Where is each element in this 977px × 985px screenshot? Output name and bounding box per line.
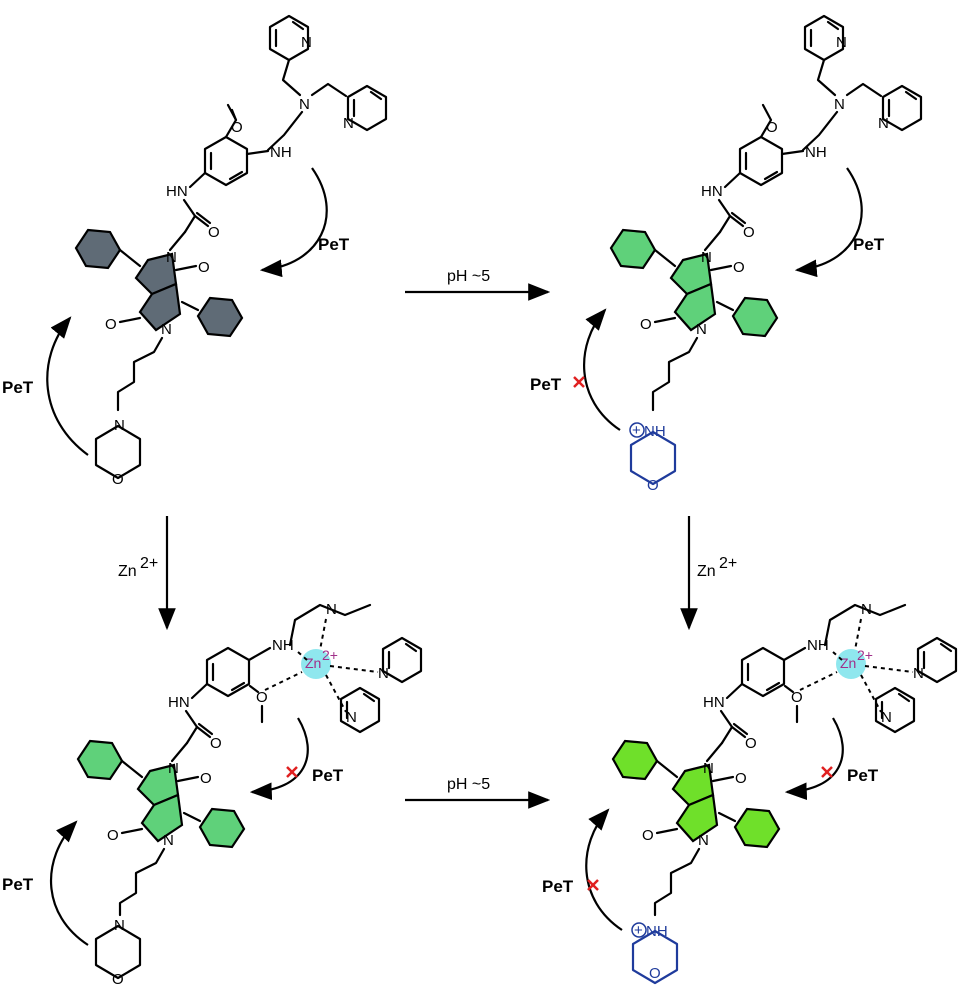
- pet-arrow-blocked: [585, 808, 623, 931]
- morpholine-n: N: [114, 917, 125, 934]
- pyridine-n: N: [836, 34, 847, 51]
- molecule-fluorescent: N N N NH Zn 2+ O HN O N N O O: [611, 601, 958, 985]
- carbonyl-o: O: [105, 316, 117, 333]
- amine-n: N: [299, 96, 310, 113]
- lactam-n: N: [168, 760, 179, 777]
- carbonyl-o: O: [107, 827, 119, 844]
- molecule-zn-bound: N N N NH Zn 2+ O HN O N N O O: [76, 601, 423, 985]
- svg-text:+: +: [632, 422, 641, 439]
- morpholine-o: O: [112, 971, 124, 985]
- lactam-n: N: [698, 832, 709, 849]
- pet-arrow-blocked: [784, 717, 844, 801]
- amide-o: O: [743, 224, 755, 241]
- blocked-cross: [573, 376, 585, 388]
- zn-reagent-charge: 2+: [719, 555, 737, 572]
- lactam-n: N: [166, 249, 177, 266]
- amine-n: N: [326, 601, 337, 618]
- amine-n: N: [861, 601, 872, 618]
- carbonyl-o: O: [200, 770, 212, 787]
- pet-label: PeT: [530, 375, 562, 394]
- morpholine-o: O: [112, 471, 124, 488]
- pet-arrow: [794, 167, 863, 278]
- lactam-n: N: [163, 832, 174, 849]
- blocked-cross: [821, 766, 833, 778]
- amide-hn: HN: [701, 183, 723, 200]
- pyridine-n: N: [346, 709, 357, 726]
- pet-arrow: [46, 316, 89, 456]
- pet-label: PeT: [318, 235, 350, 254]
- pyridine-n: N: [913, 665, 924, 682]
- pet-label: PeT: [853, 235, 885, 254]
- pet-label: PeT: [2, 378, 34, 397]
- amide-hn: HN: [703, 694, 725, 711]
- morpholine-o: O: [649, 965, 661, 982]
- morpholine-n: N: [114, 417, 125, 434]
- lactam-n: N: [161, 321, 172, 338]
- zn-reagent-label: Zn: [118, 563, 137, 580]
- lactam-n: N: [701, 249, 712, 266]
- pyridine-n: N: [301, 34, 312, 51]
- carbonyl-o: O: [733, 259, 745, 276]
- lactam-n: N: [703, 760, 714, 777]
- blocked-cross: [286, 766, 298, 778]
- pyridine-n: N: [878, 115, 889, 132]
- methoxy-o: O: [766, 119, 778, 136]
- pet-arrow: [49, 820, 89, 946]
- carbonyl-o: O: [642, 827, 654, 844]
- molecule-protonated: N N N NH O HN O N N O O NH + O: [609, 14, 923, 494]
- lactam-n: N: [696, 321, 707, 338]
- amide-hn: HN: [168, 694, 190, 711]
- pyridine-n: N: [881, 709, 892, 726]
- zn-reagent-label: Zn: [697, 563, 716, 580]
- pet-label: PeT: [847, 766, 879, 785]
- amine-n: N: [834, 96, 845, 113]
- methoxy-o: O: [256, 689, 268, 706]
- carbonyl-o: O: [735, 770, 747, 787]
- methoxy-o: O: [791, 689, 803, 706]
- amide-o: O: [745, 735, 757, 752]
- amide-o: O: [210, 735, 222, 752]
- ph-label: pH ~5: [447, 776, 490, 793]
- carbonyl-o: O: [198, 259, 210, 276]
- methoxy-o: O: [231, 119, 243, 136]
- amide-o: O: [208, 224, 220, 241]
- svg-text:+: +: [634, 922, 643, 939]
- morpholine-o: O: [647, 477, 659, 494]
- zinc-charge: 2+: [322, 647, 338, 663]
- ph-label: pH ~5: [447, 268, 490, 285]
- molecule-off: N N N NH O HN O N N O O: [74, 14, 388, 488]
- blocked-cross: [587, 879, 599, 891]
- pet-arrow-blocked: [583, 308, 621, 431]
- pet-label: PeT: [542, 877, 574, 896]
- pyridine-n: N: [378, 665, 389, 682]
- carbonyl-o: O: [640, 316, 652, 333]
- zinc-ion: Zn: [305, 655, 321, 671]
- pet-label: PeT: [312, 766, 344, 785]
- aniline-nh: NH: [270, 144, 292, 161]
- pyridine-n: N: [343, 115, 354, 132]
- pet-arrow: [259, 167, 328, 278]
- amide-hn: HN: [166, 183, 188, 200]
- aniline-nh: NH: [272, 637, 294, 654]
- zinc-charge: 2+: [857, 647, 873, 663]
- pet-label: PeT: [2, 875, 34, 894]
- zn-reagent-charge: 2+: [140, 555, 158, 572]
- pet-arrow-blocked: [249, 717, 309, 801]
- aniline-nh: NH: [807, 637, 829, 654]
- aniline-nh: NH: [805, 144, 827, 161]
- zinc-ion: Zn: [840, 655, 856, 671]
